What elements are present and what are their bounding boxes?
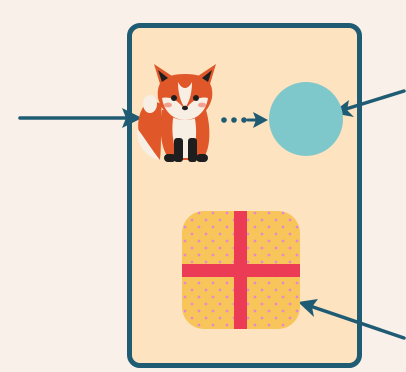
- circle-icon: [269, 82, 343, 156]
- dotted-arrow: [221, 112, 268, 128]
- right-top-arrow: [332, 91, 404, 117]
- fox-sticker-icon: [137, 64, 216, 162]
- gift-icon: [182, 211, 300, 329]
- left-arrow: [20, 108, 142, 128]
- right-bottom-arrow: [298, 299, 404, 338]
